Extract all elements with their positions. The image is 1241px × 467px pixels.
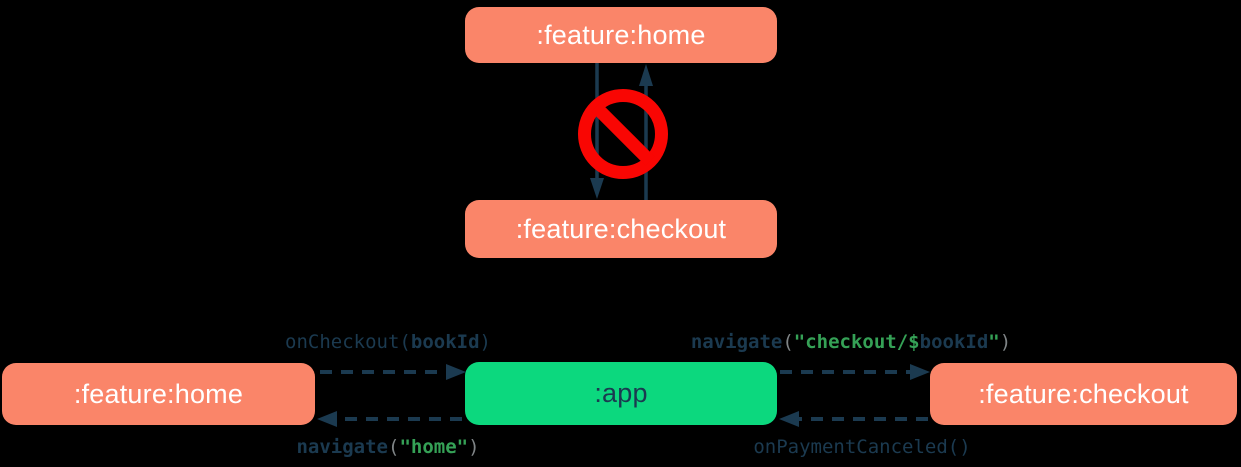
edge-label-navigate-home: navigate("home"): [296, 436, 479, 458]
code-open-paren: (: [782, 331, 794, 353]
node-feature-checkout-top: :feature:checkout: [465, 200, 777, 258]
node-feature-checkout: :feature:checkout: [930, 363, 1237, 425]
code-string-close: ": [988, 331, 1000, 353]
no-entry-icon: [578, 89, 668, 179]
edge-app-to-checkout: [780, 364, 930, 380]
edge-app-to-home: [317, 411, 462, 427]
arrow-head-right: [910, 364, 930, 380]
edge-checkout-to-app: [779, 411, 928, 427]
arrow-head-up: [639, 64, 653, 86]
code-string: "checkout/$: [793, 331, 920, 353]
node-feature-home: :feature:home: [2, 363, 315, 425]
code-fn: navigate: [690, 331, 783, 353]
edge-home-to-app: [320, 364, 466, 380]
edge-label-oncheckout: onCheckout(bookId): [285, 331, 491, 353]
code-fn: onCheckout(: [285, 331, 411, 353]
code-arg: bookId: [410, 331, 480, 353]
node-app: :app: [465, 362, 777, 425]
edge-label-onpaymentcanceled: onPaymentCanceled(): [753, 436, 970, 458]
dependency-arrow-home-to-checkout: [590, 63, 604, 199]
code-close-paren: ): [999, 331, 1012, 353]
edge-label-navigate-checkout: navigate("checkout/$bookId"): [691, 331, 1011, 353]
arrow-head-right: [446, 364, 466, 380]
arrow-head-left: [317, 411, 337, 427]
code-close-paren: ): [479, 331, 491, 353]
no-entry-ring: [578, 89, 668, 179]
node-feature-home-top: :feature:home: [465, 7, 777, 63]
no-entry-slash: [591, 102, 655, 166]
code-fn: onPaymentCanceled(): [753, 436, 971, 458]
code-open-paren: (: [387, 436, 400, 458]
code-string: "home": [399, 436, 469, 458]
code-fn: navigate: [296, 436, 388, 458]
arrow-head-down: [590, 178, 604, 199]
arrow-head-left: [779, 411, 799, 427]
dependency-arrow-checkout-to-home: [639, 64, 653, 200]
code-var: bookId: [919, 331, 989, 353]
code-close-paren: ): [468, 436, 480, 458]
